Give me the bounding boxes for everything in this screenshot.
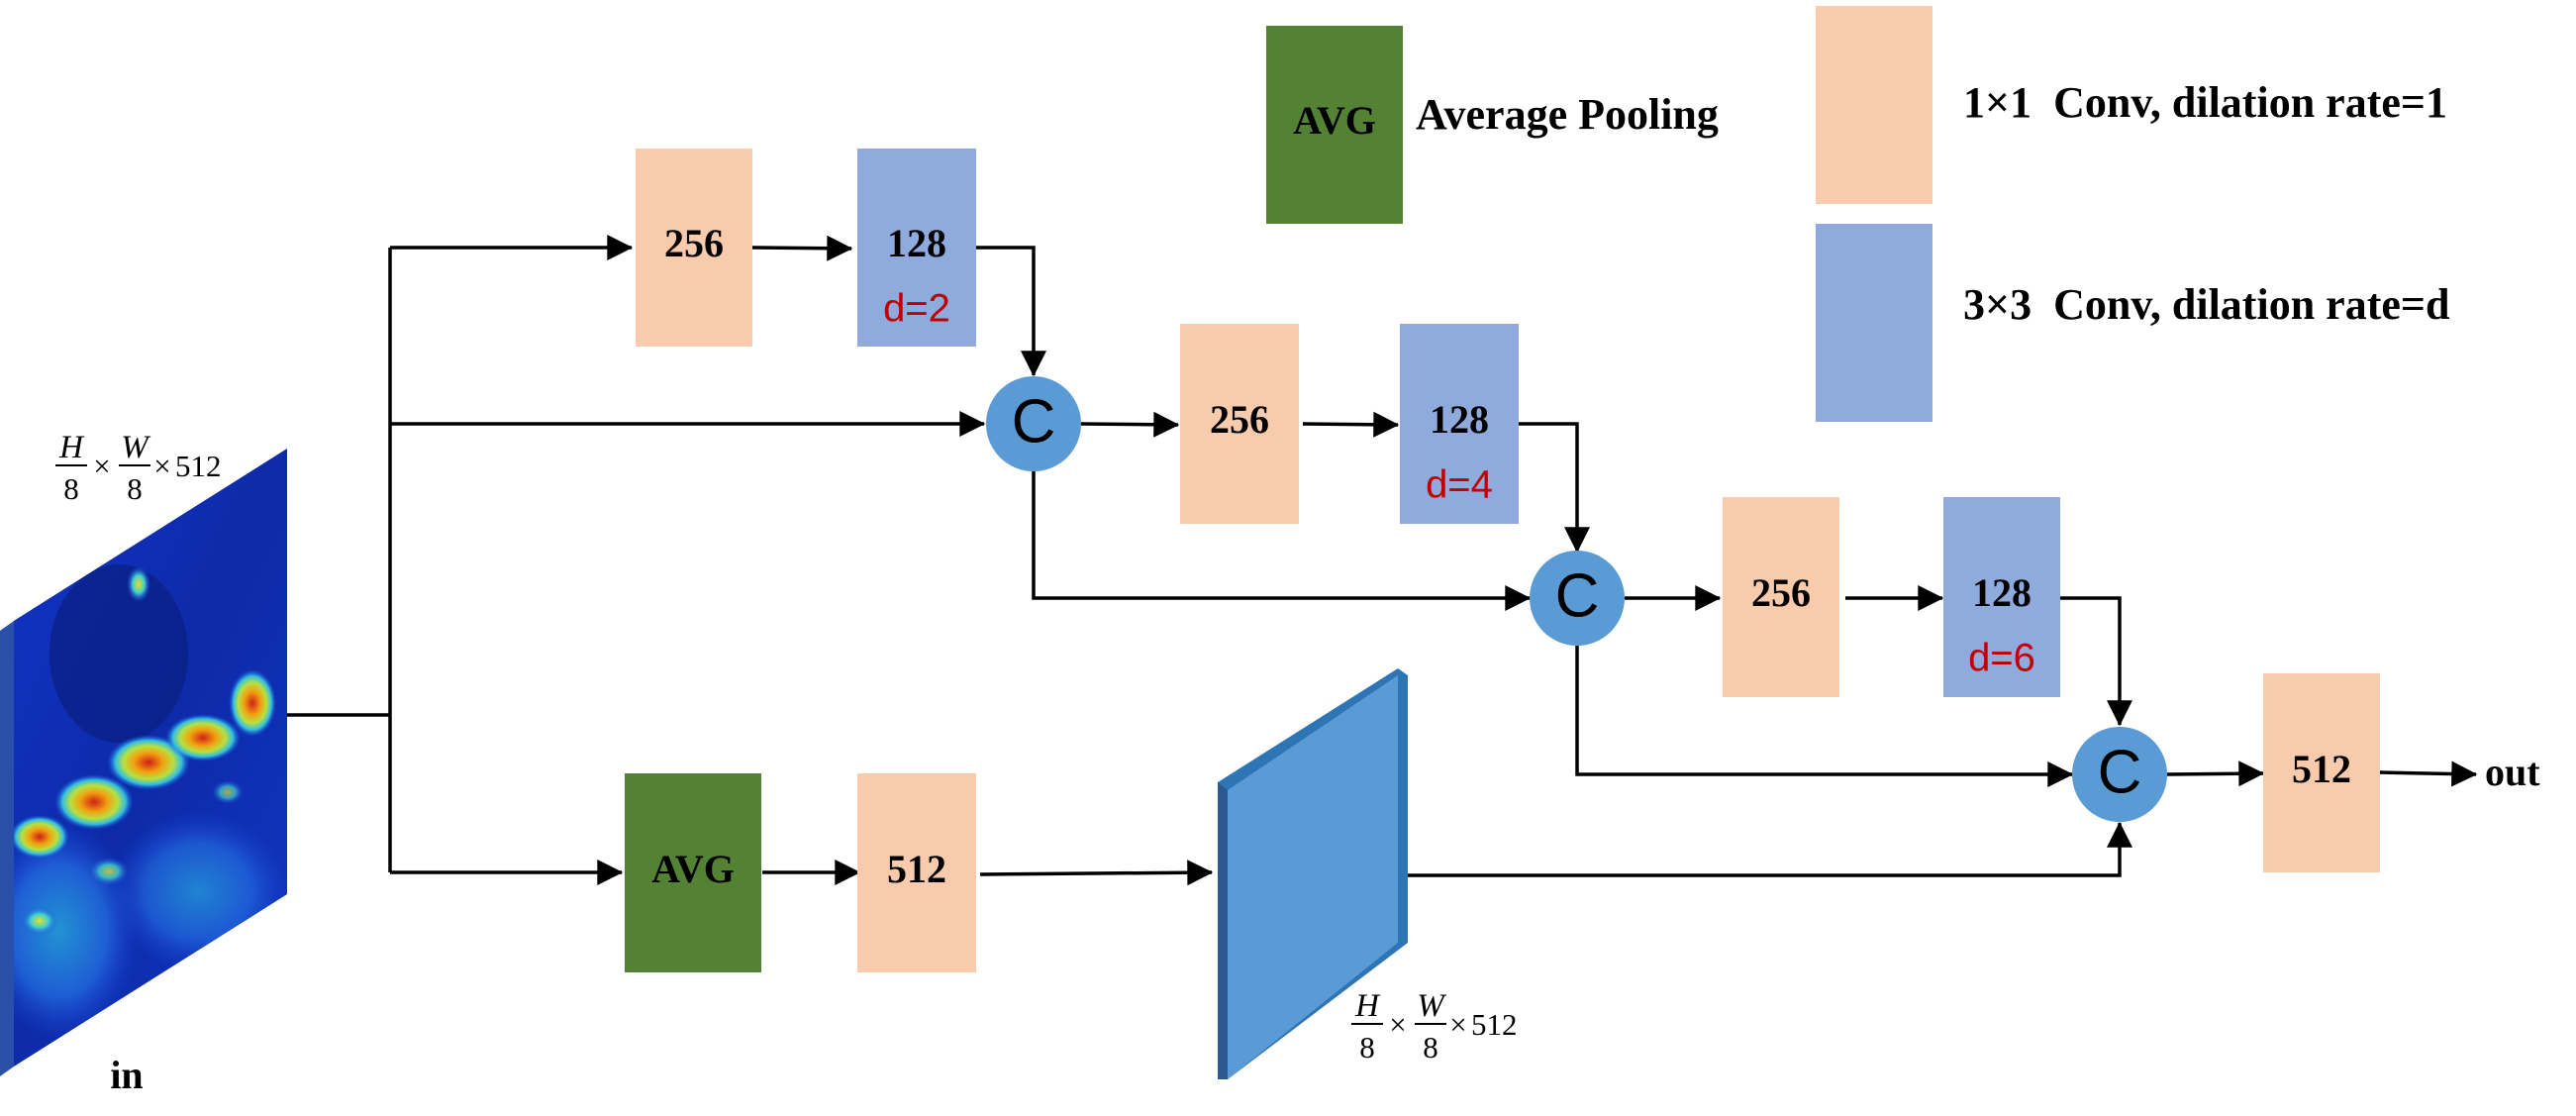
branch-3-conv3x3-block (1943, 497, 2060, 697)
concat-2-label: C (1555, 561, 1600, 630)
branch-3: 256 128 d=6 (1723, 497, 2060, 697)
branch-3-dilation-label: d=6 (1968, 637, 2035, 680)
svg-text:H: H (1354, 988, 1381, 1024)
concat-1-circle (986, 376, 1081, 471)
edge-concat3-to-outconv (2166, 761, 2265, 787)
output-label: out (2485, 750, 2540, 794)
edge-concat2-to-concat3 (1575, 646, 2074, 787)
branch-1-conv3x3-block (857, 149, 976, 347)
pool-conv1x1-label: 512 (887, 847, 946, 891)
edge-concat1-to-concat2 (1032, 471, 1532, 611)
branch-2: 256 128 d=4 (1180, 324, 1519, 524)
input-label: in (110, 1053, 143, 1097)
connections (287, 235, 2478, 886)
branch-1-conv3x3-label: 128 (887, 221, 946, 265)
branch-1: 256 128 d=2 (636, 149, 976, 347)
legend-conv3x3-text: 3×3 Conv, dilation rate=d (1963, 280, 2449, 329)
edge-b1-conv1-to-conv3 (751, 235, 853, 261)
pool-avg-block (625, 773, 761, 972)
svg-text:×: × (153, 449, 170, 483)
svg-text:8: 8 (1359, 1030, 1375, 1065)
branch-2-conv1x1-block (1180, 324, 1299, 524)
svg-text:×: × (1389, 1007, 1406, 1042)
edge-b3-conv3-to-concat3 (2060, 596, 2132, 727)
svg-text:×: × (1449, 1007, 1466, 1042)
output-conv1x1-label: 512 (2292, 747, 2351, 791)
edge-b1-conv3-to-concat1 (976, 246, 1046, 377)
legend-conv1x1-swatch (1816, 6, 1932, 204)
svg-text:W: W (1417, 988, 1446, 1024)
legend-avg-swatch-label: AVG (1293, 98, 1376, 143)
legend-avg-swatch (1266, 26, 1403, 224)
branch-3-conv3x3-label: 128 (1972, 570, 2031, 615)
branch-2-dilation-label: d=4 (1426, 463, 1493, 507)
branch-1-dilation-label: d=2 (883, 287, 950, 331)
legend: AVG Average Pooling 1×1 Conv, dilation r… (1266, 6, 2449, 422)
legend-avg-text: Average Pooling (1416, 90, 1719, 139)
global-feature-plane (1218, 668, 1408, 1079)
svg-text:H: H (58, 430, 85, 465)
svg-text:8: 8 (1423, 1030, 1438, 1065)
crowd-density-heatmap-icon (14, 449, 287, 1066)
svg-text:W: W (121, 430, 150, 465)
global-dims-label: H 8 × W 8 × 512 (1351, 988, 1518, 1065)
concat-node-2: C (1530, 551, 1625, 646)
branch-2-conv3x3-block (1400, 324, 1519, 524)
edge-concat1-to-b2 (1080, 411, 1180, 438)
input-dims-label: H 8 × W 8 × 512 (55, 430, 222, 506)
edge-plane-to-concat3 (1408, 821, 2132, 877)
concat-2-circle (1530, 551, 1625, 646)
input-feature-map: H 8 × W 8 × 512 in (0, 430, 287, 1097)
concat-3-circle (2072, 727, 2167, 822)
edge-b2-conv3-to-concat2 (1519, 422, 1590, 554)
global-plane-edge (1218, 782, 1228, 1079)
branch-3-conv1x1-label: 256 (1751, 570, 1811, 615)
output-conv1x1-block (2263, 673, 2380, 872)
pooling-path: AVG 512 H 8 × W 8 × 512 (625, 668, 1518, 1079)
branch-1-conv1x1-block (636, 149, 752, 347)
svg-text:8: 8 (127, 471, 143, 506)
branch-2-conv1x1-label: 256 (1210, 397, 1269, 442)
svg-text:×: × (93, 449, 110, 483)
pool-conv1x1-block (857, 773, 976, 972)
global-plane-face (1228, 675, 1398, 1079)
edge-b2-conv1-to-conv3 (1302, 411, 1400, 438)
svg-text:512: 512 (1471, 1007, 1518, 1042)
svg-text:512: 512 (175, 449, 222, 483)
input-slab-side (0, 621, 14, 1076)
svg-text:8: 8 (63, 471, 79, 506)
pool-avg-label: AVG (651, 847, 735, 891)
branch-3-conv1x1-block (1723, 497, 1839, 697)
branch-1-conv1x1-label: 256 (664, 221, 724, 265)
legend-conv3x3-swatch (1816, 224, 1932, 422)
branch-2-conv3x3-label: 128 (1430, 397, 1489, 442)
edge-pool-conv-to-plane (979, 860, 1214, 886)
legend-conv1x1-text: 1×1 Conv, dilation rate=1 (1963, 78, 2447, 127)
concat-node-3: C (2072, 727, 2167, 822)
concat-node-1: C (986, 376, 1081, 471)
concat-3-label: C (2098, 738, 2142, 806)
output-stage: 512 out (2263, 673, 2540, 872)
edge-outconv-to-out (2378, 761, 2478, 787)
concat-1-label: C (1012, 387, 1056, 456)
